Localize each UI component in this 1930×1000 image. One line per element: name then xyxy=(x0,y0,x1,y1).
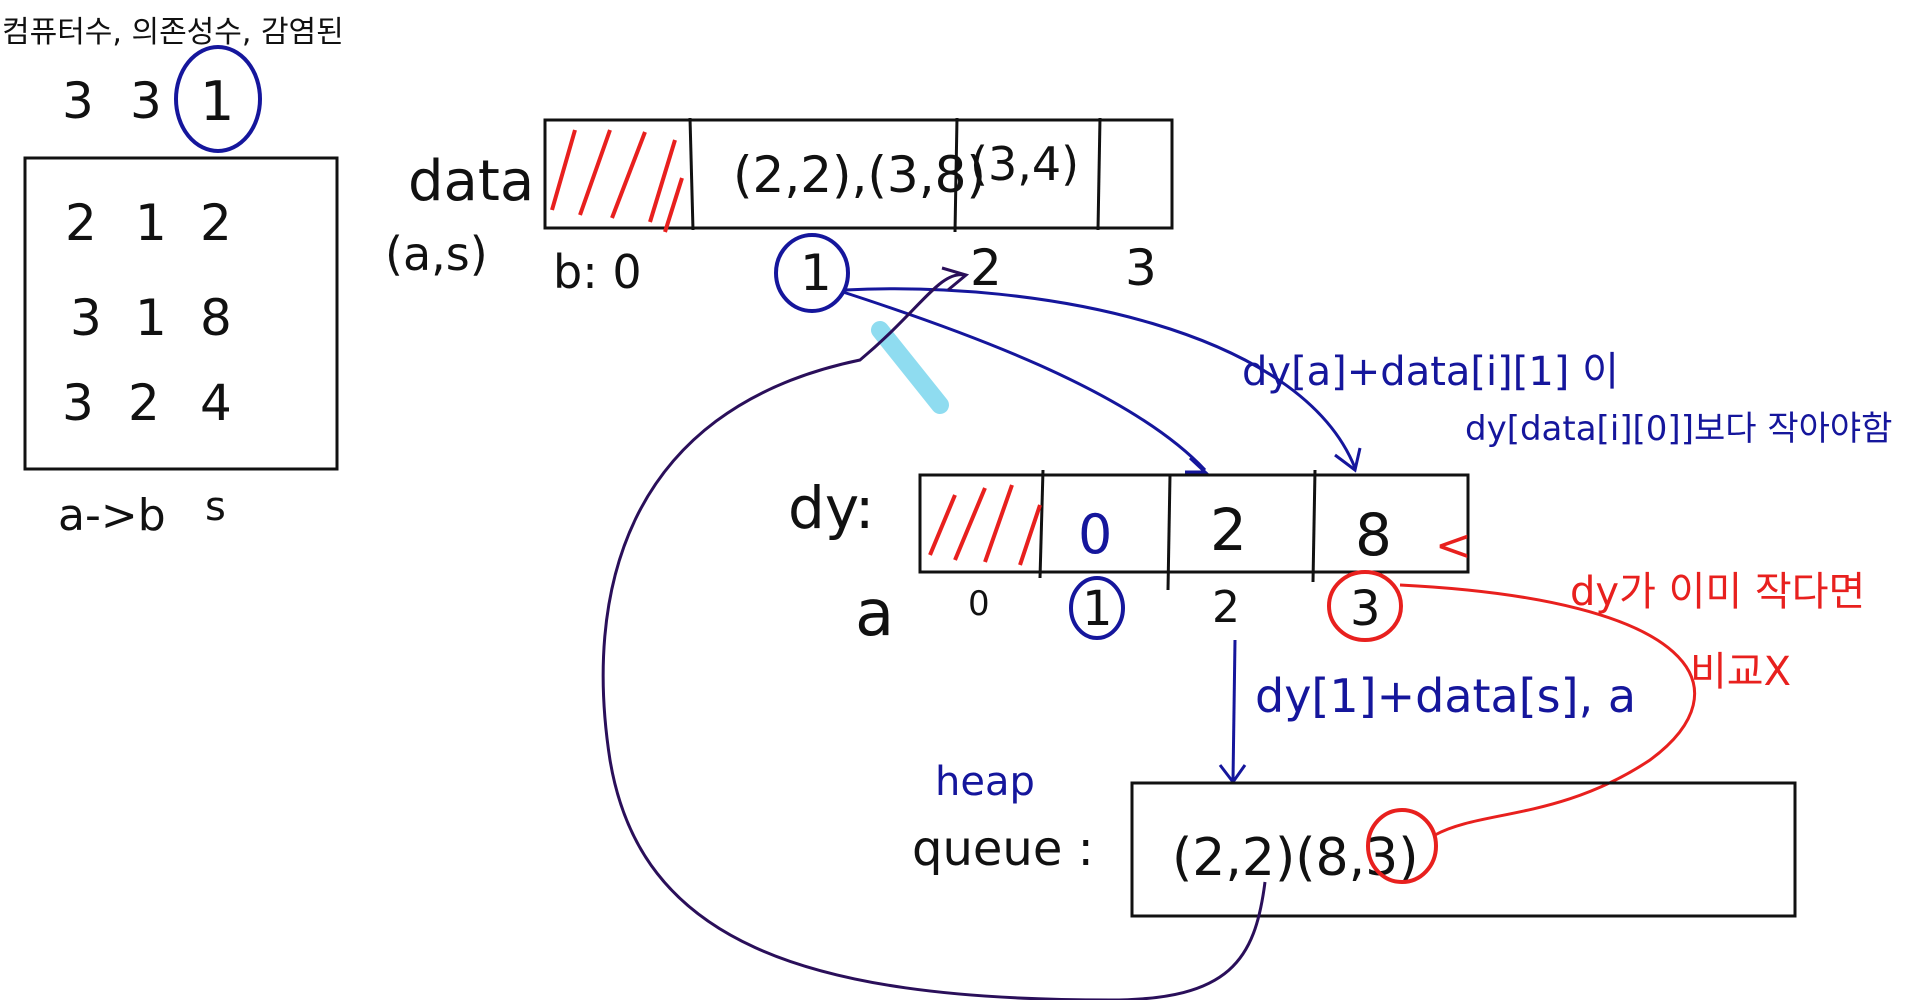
arrow-head xyxy=(1334,447,1362,473)
header-value-infected: 1 xyxy=(200,70,234,133)
queue-box xyxy=(1130,781,1797,918)
input-cell: 8 xyxy=(200,289,232,347)
arrow-head xyxy=(941,266,970,292)
data-index-1: 1 xyxy=(800,244,832,302)
dy-cell-3: 8 xyxy=(1355,501,1392,569)
input-cell: 2 xyxy=(128,374,160,432)
dy-cell-3-mark: < xyxy=(1435,520,1472,571)
annotation-compare: dy[a]+data[i][1] 이 xyxy=(1242,349,1619,395)
header-value-computers: 3 xyxy=(62,72,94,130)
annotation-no-compare: 비교X xyxy=(1690,649,1791,695)
dy-index-2: 2 xyxy=(1212,582,1240,633)
data-sublabel: (a,s) xyxy=(385,227,488,281)
data-cell-1: (2,2),(3,8) xyxy=(733,146,986,204)
input-cell: 3 xyxy=(62,374,94,432)
dark-loop-connector xyxy=(601,273,1267,1000)
input-cell: 1 xyxy=(135,194,167,252)
annotation-push: dy[1]+data[s], a xyxy=(1255,669,1636,723)
data-divider xyxy=(688,117,695,231)
queue-contents: (2,2)(8,3) xyxy=(1172,828,1419,888)
heap-label: heap xyxy=(935,759,1035,805)
input-cell: 4 xyxy=(200,374,232,432)
dy-index-label: a xyxy=(855,577,894,651)
arrow-head xyxy=(1185,456,1209,474)
dy-cell-1: 0 xyxy=(1078,503,1112,566)
data-index-3: 3 xyxy=(1125,239,1157,297)
input-table-box xyxy=(23,156,339,471)
data-divider xyxy=(953,117,959,233)
header-title: 컴퓨터수, 의존성수, 감염된 xyxy=(2,15,344,50)
arrow-to-queue xyxy=(1231,639,1237,781)
data-cell-0-hatch xyxy=(550,129,684,233)
annotation-condition: dy[data[i][0]]보다 작아야함 xyxy=(1465,409,1892,449)
input-cell: 1 xyxy=(135,289,167,347)
annotation-already-small: dy가 이미 작다면 xyxy=(1570,569,1865,615)
dy-cell-2: 2 xyxy=(1210,496,1247,564)
queue-item-circle xyxy=(1366,808,1438,884)
highlight-mark xyxy=(871,321,949,414)
dy-label: dy: xyxy=(788,474,874,542)
input-cell: 2 xyxy=(65,194,97,252)
dy-index-1-circle xyxy=(1069,576,1125,640)
input-cell: 3 xyxy=(70,289,102,347)
input-cell: 2 xyxy=(200,194,232,252)
data-cell-2: (3,4) xyxy=(970,137,1079,191)
dy-divider xyxy=(1166,474,1172,591)
dy-index-3-circle xyxy=(1327,570,1403,642)
input-footer-weight: s xyxy=(205,484,226,530)
data-index-label: b: 0 xyxy=(553,245,642,299)
input-footer-edge: a->b xyxy=(58,490,166,541)
dy-divider xyxy=(1038,469,1045,579)
red-loop-connector xyxy=(1399,583,1697,837)
queue-label: queue : xyxy=(912,821,1094,877)
data-array-box xyxy=(543,118,1174,230)
data-label: data xyxy=(408,149,534,214)
dy-index-0: 0 xyxy=(968,584,990,624)
data-index-1-circle xyxy=(774,233,850,313)
dy-index-3: 3 xyxy=(1350,581,1381,637)
data-divider xyxy=(1096,117,1102,231)
data-index-2: 2 xyxy=(970,239,1002,297)
dy-index-1: 1 xyxy=(1082,581,1113,637)
infected-circle xyxy=(174,45,262,153)
dy-cell-0-hatch xyxy=(928,484,1042,566)
dy-divider xyxy=(1311,469,1317,583)
arrow-to-dy-2 xyxy=(842,290,1207,472)
arrow-to-dy-3 xyxy=(844,287,1357,469)
header-value-dependencies: 3 xyxy=(130,72,162,130)
dy-array-box xyxy=(918,473,1470,574)
